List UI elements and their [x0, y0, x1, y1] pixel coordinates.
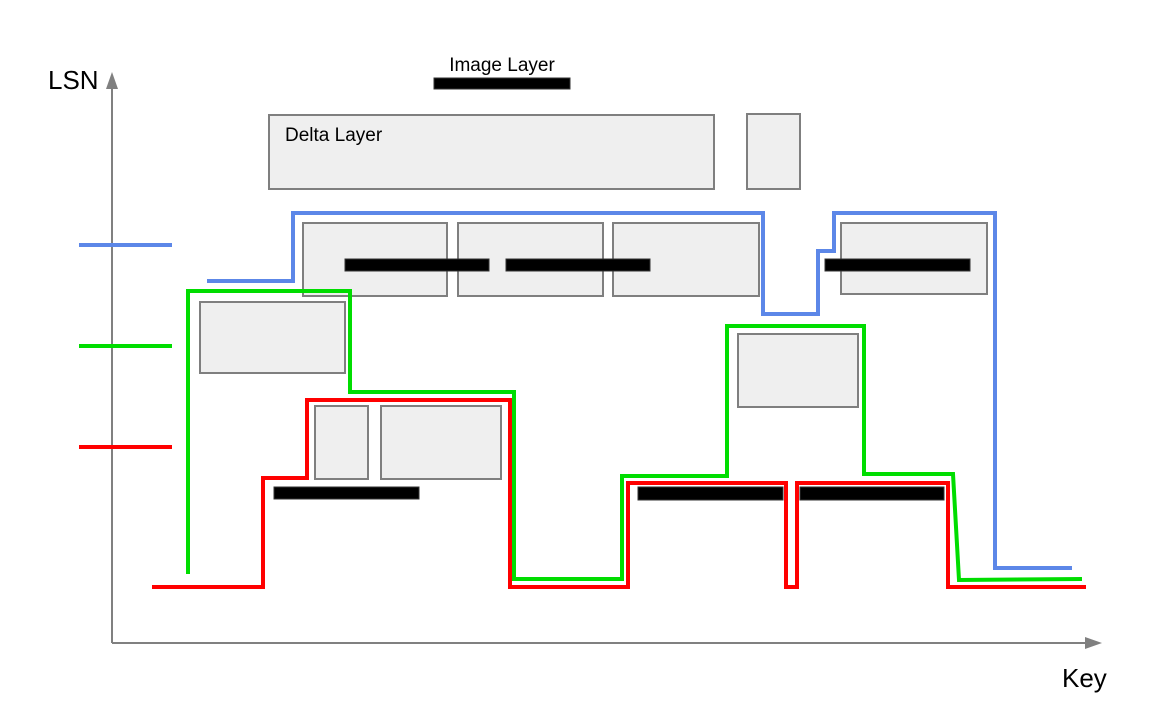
- image-layer-bar: [273, 486, 420, 500]
- x-axis-label: Key: [1062, 663, 1107, 693]
- y-axis-label: LSN: [48, 65, 99, 95]
- image-bars-layer: [273, 77, 971, 501]
- branch-lines-layer: [152, 211, 1086, 589]
- image-layer-bar: [637, 486, 784, 501]
- red-branch-line: [152, 398, 1086, 589]
- lsn-ticks-layer: [79, 243, 172, 449]
- image-layer-bar: [799, 486, 945, 501]
- delta-layer-box: [199, 301, 346, 374]
- image-layer-bar: [505, 258, 651, 272]
- image-layer-bar: [433, 77, 571, 90]
- blue-branch-line: [207, 211, 1072, 570]
- delta-layer-box: [268, 114, 715, 190]
- image-layer-legend-label: Image Layer: [449, 55, 555, 76]
- image-layer-bar: [824, 258, 971, 272]
- delta-boxes-layer: [199, 113, 988, 480]
- delta-layer-box: [746, 113, 801, 190]
- delta-layer-box: [737, 333, 859, 408]
- delta-layer-box: [314, 405, 369, 480]
- y-axis-arrowhead: [106, 72, 118, 89]
- green-branch-line: [186, 289, 1083, 583]
- image-layer-bar: [344, 258, 490, 272]
- axes-layer: [106, 72, 1102, 649]
- delta-layer-label: Delta Layer: [285, 125, 383, 146]
- delta-layer-box: [380, 405, 502, 480]
- x-axis-arrowhead: [1085, 637, 1102, 649]
